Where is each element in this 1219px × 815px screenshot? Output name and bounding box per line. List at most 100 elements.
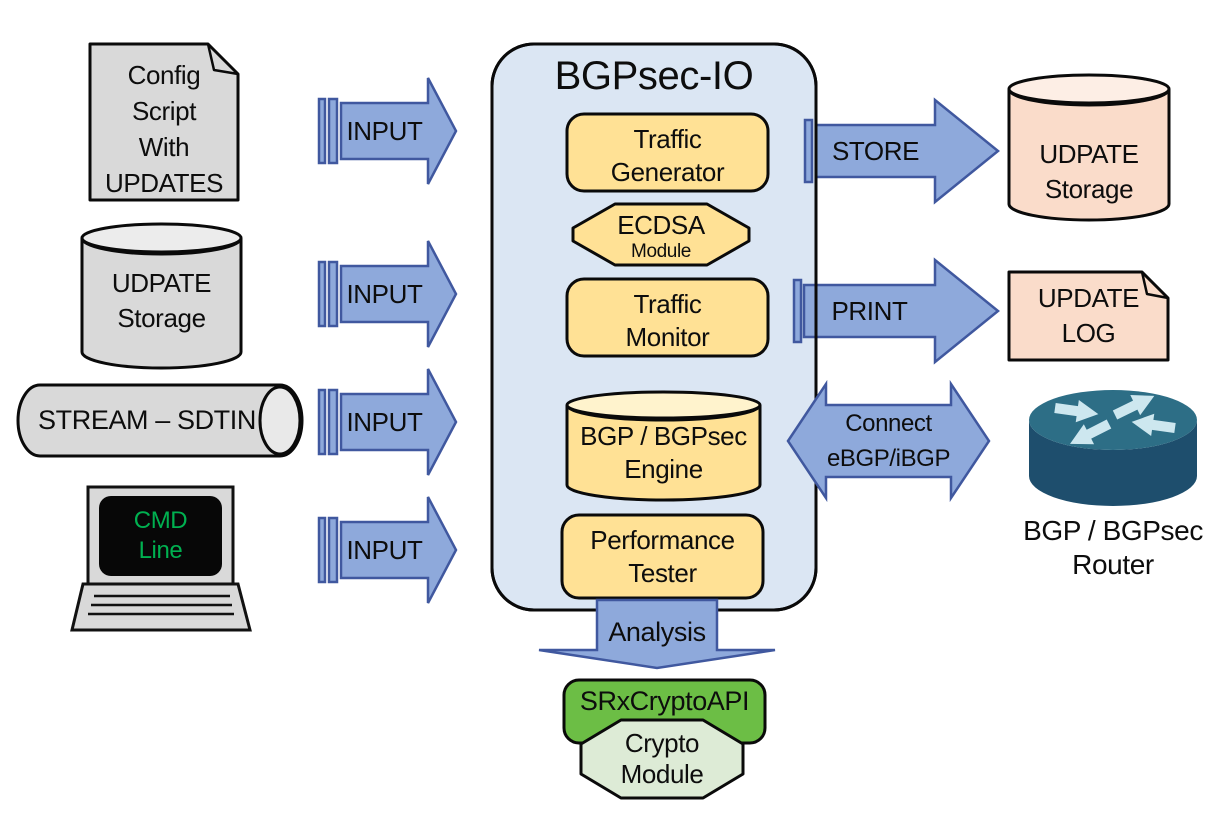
print-arrow-label: PRINT [804, 258, 935, 364]
router-line-2: Router [1072, 549, 1154, 580]
cmd-line-2: Line [138, 537, 183, 564]
rounded-module-shape [565, 277, 770, 358]
update-storage-left-label: UDPATE Storage [80, 222, 243, 368]
config-line-4: UPDATES [104, 168, 224, 198]
analysis-arrow: Analysis [537, 598, 777, 670]
cmd-line-laptop: CMD Line [70, 484, 252, 634]
down-arrow-icon [538, 598, 776, 670]
generator-line-1: Traffic [633, 123, 702, 154]
octagon-shape [571, 202, 751, 267]
cmd-line-screen-label: CMD Line [99, 496, 222, 576]
striped-arrow-icon [317, 77, 458, 185]
store-arrow: STORE [803, 97, 1000, 205]
crypto-line-2: Module [620, 759, 704, 789]
cylinder-shape-icon [80, 222, 243, 370]
note-shape-icon [1007, 270, 1170, 362]
storage-line-2: Storage [117, 303, 206, 333]
update-log-label: UPDATE LOG [1007, 270, 1170, 362]
input-arrow-2: INPUT [317, 239, 458, 349]
cylinder-shape-icon [565, 390, 762, 502]
input-text-1: INPUT [346, 115, 423, 146]
ecdsa-module-label: ECDSA Module [569, 202, 753, 267]
double-arrow-icon [786, 379, 991, 503]
analysis-arrow-label: Analysis [537, 606, 777, 658]
rounded-module-shape [565, 112, 770, 193]
config-line-3: With [138, 132, 190, 162]
bgp-engine-cylinder: BGP / BGPsec Engine [565, 390, 762, 502]
input-text-4: INPUT [346, 534, 423, 565]
config-script-document: Config Script With UPDATES [88, 42, 240, 202]
engine-line-2: Engine [624, 454, 703, 484]
ecdsa-module-octagon: ECDSA Module [569, 202, 753, 267]
input-arrow-3-label: INPUT [341, 367, 428, 477]
generator-line-2: Generator [610, 156, 725, 187]
bgpsec-io-title-wrap: BGPsec-IO [490, 52, 818, 100]
striped-arrow-icon [317, 368, 458, 476]
striped-arrow-icon [317, 496, 458, 604]
store-text: STORE [831, 135, 920, 166]
input-arrow-1: INPUT [317, 76, 458, 186]
document-shape-icon [88, 42, 240, 202]
laptop-icon [70, 485, 252, 632]
striped-arrow-icon [792, 257, 1000, 365]
update-storage-cylinder-left: UDPATE Storage [80, 222, 243, 370]
traffic-generator-box: Traffic Generator [565, 112, 770, 193]
bgpsec-io-title: BGPsec-IO [490, 52, 818, 100]
monitor-line-2: Monitor [625, 321, 710, 352]
crypto-module-octagon: Crypto Module [577, 718, 747, 800]
traffic-monitor-box: Traffic Monitor [565, 277, 770, 358]
connect-arrow-label: Connect eBGP/iBGP [787, 382, 990, 500]
bgp-router-label: BGP / BGPsec Router [1017, 508, 1209, 584]
octagon-shape [579, 718, 745, 800]
log-line-2: LOG [1061, 318, 1116, 348]
crypto-line-1: Crypto [624, 728, 700, 758]
router-icon [1029, 385, 1197, 506]
config-line-2: Script [131, 96, 197, 126]
print-text: PRINT [831, 295, 908, 326]
bgp-router-label-wrap: BGP / BGPsec Router [1017, 508, 1209, 584]
input-text-3: INPUT [346, 406, 423, 437]
cmd-line-1: CMD [133, 507, 188, 534]
router-line-1: BGP / BGPsec [1023, 515, 1203, 546]
ecdsa-line-2: Module [631, 240, 691, 262]
input-arrow-3: INPUT [317, 367, 458, 477]
stream-stdin-label: STREAM – SDTIN [18, 383, 302, 458]
engine-line-1: BGP / BGPsec [580, 421, 747, 451]
config-line-1: Config [127, 60, 201, 90]
srx-crypto-api-label: SRxCryptoAPI [562, 678, 767, 745]
tester-line-1: Performance [590, 524, 735, 555]
performance-tester-box: Performance Tester [560, 513, 765, 600]
title-text: BGPsec-IO [554, 53, 754, 98]
print-arrow: PRINT [792, 257, 1000, 365]
crypto-module-label: Crypto Module [577, 718, 747, 800]
traffic-generator-label: Traffic Generator [565, 112, 770, 193]
input-arrow-4-label: INPUT [341, 495, 428, 605]
input-arrow-2-label: INPUT [341, 239, 428, 349]
monitor-line-1: Traffic [633, 288, 702, 319]
striped-arrow-icon [803, 97, 1000, 205]
log-line-1: UPDATE [1037, 283, 1140, 313]
config-script-label: Config Script With UPDATES [88, 42, 240, 202]
rounded-module-shape [560, 513, 765, 600]
update-storage-cylinder-right: UDPATE Storage [1007, 73, 1171, 222]
update-log-note: UPDATE LOG [1007, 270, 1170, 362]
bgp-router-icon [1027, 385, 1199, 508]
update-storage-right-label: UDPATE Storage [1007, 73, 1171, 220]
input-arrow-1-label: INPUT [341, 76, 428, 186]
cylinder-shape-icon [1007, 73, 1171, 222]
ecdsa-line-1: ECDSA [617, 209, 705, 240]
connect-arrow: Connect eBGP/iBGP [786, 379, 991, 503]
connect-line-2: eBGP/iBGP [826, 445, 951, 472]
bgp-engine-label: BGP / BGPsec Engine [565, 390, 762, 500]
input-text-2: INPUT [346, 278, 423, 309]
connect-line-1: Connect [845, 410, 932, 437]
analysis-text: Analysis [608, 616, 706, 647]
input-arrow-4: INPUT [317, 495, 458, 605]
performance-tester-label: Performance Tester [560, 513, 765, 600]
striped-arrow-icon [317, 240, 458, 348]
store-arrow-label: STORE [816, 98, 935, 204]
stream-text: STREAM – SDTIN [38, 405, 256, 435]
horizontal-cylinder-icon [16, 383, 304, 458]
storage-right-line-1: UDPATE [1039, 138, 1139, 169]
